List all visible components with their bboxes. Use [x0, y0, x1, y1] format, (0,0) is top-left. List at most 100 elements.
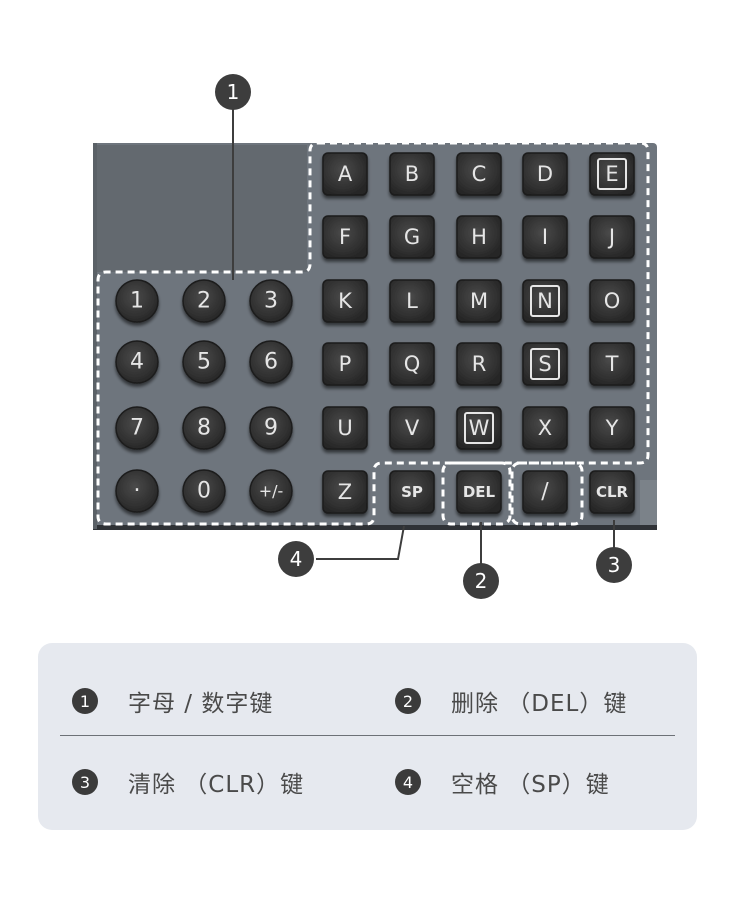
letter-key-l[interactable]: L: [389, 279, 435, 323]
svg-text:D: D: [537, 162, 553, 186]
svg-text:B: B: [405, 162, 419, 186]
letter-key-k[interactable]: K: [322, 279, 368, 323]
callout-2: 2: [463, 563, 499, 599]
numeric-key-6[interactable]: 7: [115, 406, 159, 450]
legend-bullet-4: 4: [395, 769, 421, 795]
letter-key-g[interactable]: G: [389, 215, 435, 259]
legend-divider: [60, 735, 675, 736]
svg-text:Y: Y: [605, 416, 619, 440]
svg-text:E: E: [605, 162, 618, 186]
letter-key-f[interactable]: F: [322, 215, 368, 259]
keypad-panel: [93, 143, 657, 530]
callout-4-line: [316, 525, 405, 560]
numeric-key-10[interactable]: 0: [182, 469, 226, 513]
svg-text:X: X: [538, 416, 552, 440]
svg-text:4: 4: [290, 547, 303, 571]
callout-lines: [232, 106, 615, 565]
svg-text:/: /: [541, 480, 549, 505]
letter-key-v[interactable]: V: [389, 406, 435, 450]
letter-key-t[interactable]: T: [589, 342, 635, 386]
group-outlines: [96, 141, 650, 526]
svg-text:1: 1: [227, 80, 240, 104]
letter-key-n[interactable]: N: [522, 279, 568, 323]
letter-key-r[interactable]: R: [456, 342, 502, 386]
letter-key-e[interactable]: E: [589, 152, 635, 196]
svg-text:R: R: [472, 352, 487, 376]
svg-text:SP: SP: [401, 483, 423, 501]
letter-key-j[interactable]: J: [589, 215, 635, 259]
svg-text:8: 8: [197, 416, 211, 441]
numeric-key-11[interactable]: +/-: [249, 469, 293, 513]
legend-bullet-2: 2: [395, 688, 421, 714]
letter-key-y[interactable]: Y: [589, 406, 635, 450]
svg-text:4: 4: [130, 350, 144, 375]
letter-key-o[interactable]: O: [589, 279, 635, 323]
svg-text:I: I: [542, 225, 548, 249]
svg-text:6: 6: [264, 350, 278, 375]
callout-3: 3: [596, 547, 632, 583]
clear-key[interactable]: CLR: [589, 470, 635, 514]
svg-text:U: U: [337, 416, 352, 440]
numeric-key-5[interactable]: 6: [249, 340, 293, 384]
letter-key-u[interactable]: U: [322, 406, 368, 450]
letter-key-p[interactable]: P: [322, 342, 368, 386]
legend-panel: 1 字母 / 数字键 2 删除 （DEL）键 3 清除 （CLR）键 4 空格 …: [38, 643, 697, 830]
letter-key-s[interactable]: S: [522, 342, 568, 386]
numeric-key-8[interactable]: 9: [249, 406, 293, 450]
svg-text:2: 2: [475, 569, 488, 593]
numeric-key-4[interactable]: 5: [182, 340, 226, 384]
svg-text:0: 0: [197, 479, 211, 504]
letter-key-c[interactable]: C: [456, 152, 502, 196]
svg-text:O: O: [604, 289, 621, 313]
legend-item-del-key: 2 删除 （DEL）键: [395, 684, 627, 718]
svg-text:Z: Z: [338, 480, 352, 504]
numeric-key-7[interactable]: 8: [182, 406, 226, 450]
svg-text:Q: Q: [404, 352, 421, 376]
svg-text:W: W: [469, 416, 490, 440]
legend-label-4: 空格 （SP）键: [451, 772, 610, 798]
svg-text:1: 1: [130, 289, 144, 314]
letter-key-q[interactable]: Q: [389, 342, 435, 386]
legend-bullet-1: 1: [72, 688, 98, 714]
letter-key-w[interactable]: W: [456, 406, 502, 450]
svg-text:CLR: CLR: [596, 483, 629, 501]
svg-text:F: F: [339, 225, 351, 249]
letter-key-m[interactable]: M: [456, 279, 502, 323]
letter-key-h[interactable]: H: [456, 215, 502, 259]
svg-text:3: 3: [264, 289, 278, 314]
delete-key[interactable]: DEL: [456, 470, 502, 514]
numeric-key-1[interactable]: 2: [182, 279, 226, 323]
svg-text:+/-: +/-: [259, 482, 284, 501]
svg-text:J: J: [607, 225, 615, 249]
space-key[interactable]: SP: [389, 470, 435, 514]
numeric-key-3[interactable]: 4: [115, 340, 159, 384]
svg-text:N: N: [537, 289, 553, 313]
svg-text:G: G: [404, 225, 420, 249]
svg-text:DEL: DEL: [463, 483, 496, 501]
letter-key-b[interactable]: B: [389, 152, 435, 196]
letter-key-a[interactable]: A: [322, 152, 368, 196]
del-group-outline: [441, 461, 512, 526]
numeric-key-0[interactable]: 1: [115, 279, 159, 323]
svg-text:2: 2: [197, 289, 211, 314]
numeric-key-9[interactable]: ·: [115, 469, 159, 513]
letter-key-d[interactable]: D: [522, 152, 568, 196]
callout-1: 1: [215, 74, 251, 110]
legend-bullet-3: 3: [72, 769, 98, 795]
svg-text:5: 5: [197, 350, 211, 375]
svg-text:L: L: [406, 289, 418, 313]
letter-key-i[interactable]: I: [522, 215, 568, 259]
legend-item-letter-number-keys: 1 字母 / 数字键: [72, 684, 273, 718]
svg-text:P: P: [339, 352, 352, 376]
legend-label-2: 删除 （DEL）键: [451, 691, 628, 717]
svg-text:3: 3: [608, 553, 621, 577]
numeric-key-2[interactable]: 3: [249, 279, 293, 323]
letter-key-x[interactable]: X: [522, 406, 568, 450]
legend-item-clr-key: 3 清除 （CLR）键: [72, 765, 304, 799]
legend-item-sp-key: 4 空格 （SP）键: [395, 765, 610, 799]
slash-key[interactable]: /: [522, 470, 568, 514]
svg-text:A: A: [338, 162, 353, 186]
letter-key-z[interactable]: Z: [322, 470, 368, 514]
